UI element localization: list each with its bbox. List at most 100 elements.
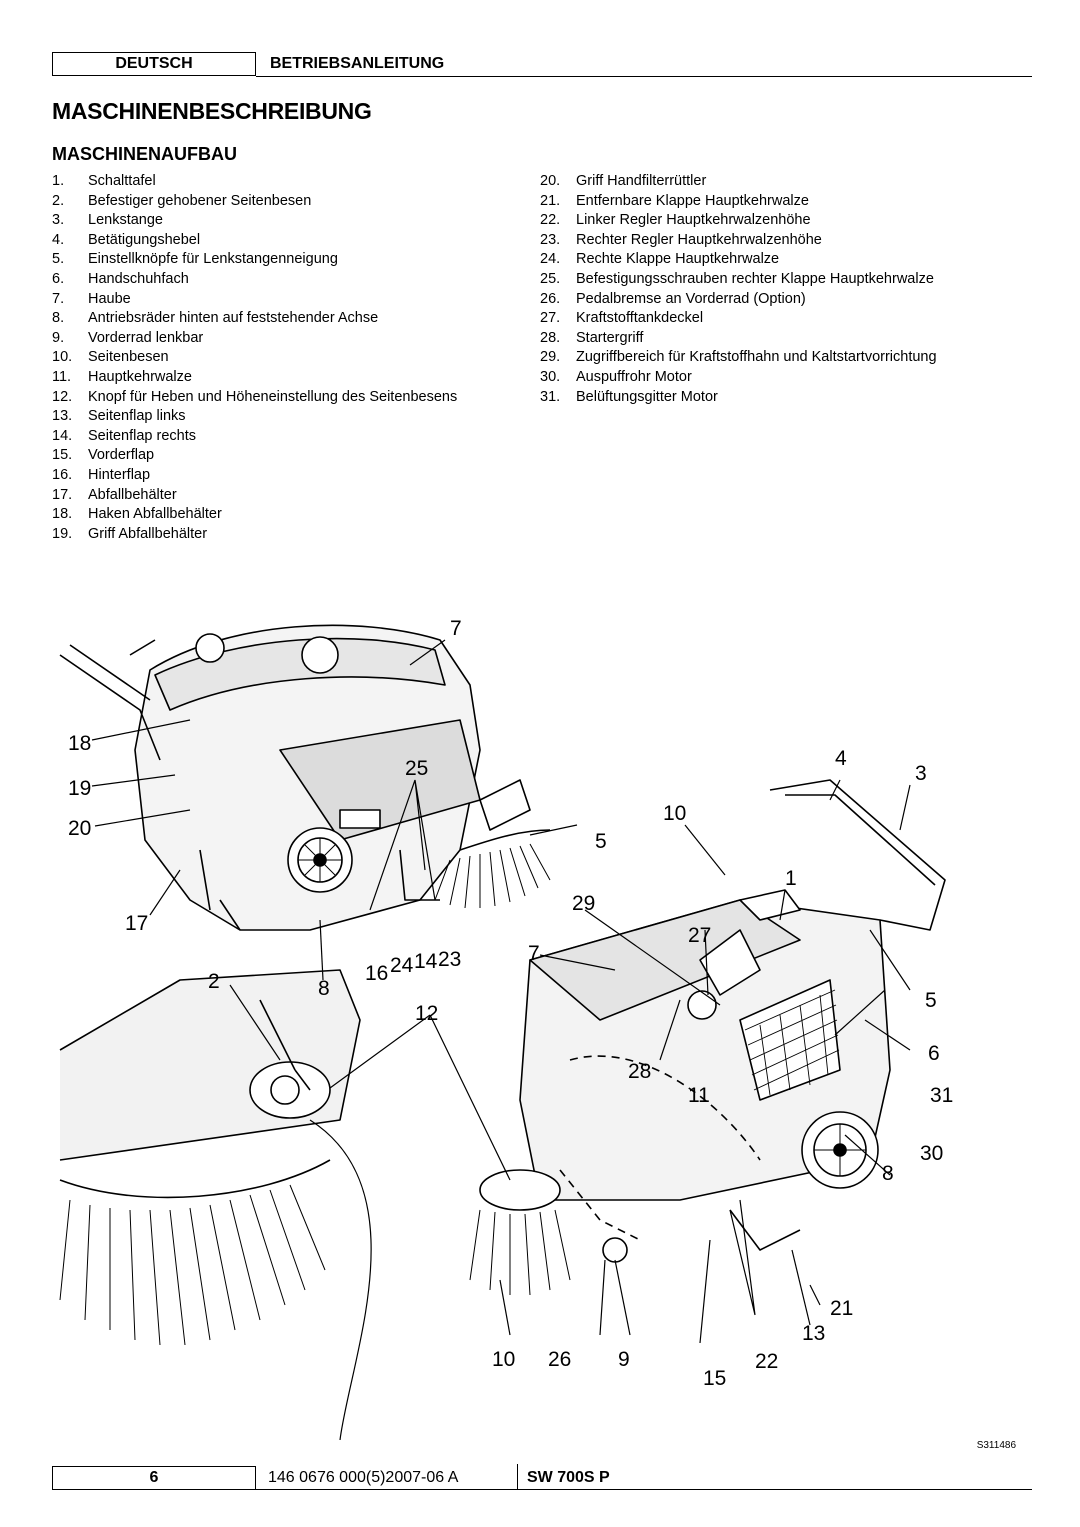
part-item: 30. Auspuffrohr Motor bbox=[540, 368, 1040, 388]
part-item: 4. Betätigungshebel bbox=[52, 231, 522, 251]
machine-illustration: 7181920172258162414234351012927751262831… bbox=[59, 617, 953, 1440]
part-number: 17. bbox=[52, 486, 73, 503]
part-description: Belüftungsgitter Motor bbox=[576, 388, 718, 405]
callout-number: 10 bbox=[663, 802, 686, 825]
footer-rule bbox=[256, 1489, 1032, 1490]
part-item: 11. Hauptkehrwalze bbox=[52, 368, 522, 388]
part-description: Vorderrad lenkbar bbox=[88, 329, 204, 346]
callout-number: 6 bbox=[928, 1042, 940, 1065]
part-number: 27. bbox=[540, 310, 561, 327]
part-item: 28. Startergriff bbox=[540, 329, 1040, 349]
document-number: 146 0676 000(5)2007-06 A bbox=[268, 1469, 459, 1486]
callout-number: 27 bbox=[688, 924, 711, 947]
part-number: 11. bbox=[52, 368, 72, 385]
callout-number: 13 bbox=[802, 1322, 825, 1345]
manual-title: BETRIEBSANLEITUNG bbox=[270, 55, 445, 72]
callout-number: 15 bbox=[703, 1367, 726, 1390]
callout-number: 18 bbox=[68, 732, 91, 755]
page-number: 6 bbox=[52, 1466, 256, 1490]
part-item: 21.Entfernbare Klappe Hauptkehrwalze bbox=[540, 192, 1040, 212]
part-item: 3. Lenkstange bbox=[52, 211, 522, 231]
part-description: Kraftstofftankdeckel bbox=[576, 310, 704, 327]
part-item: 7.Haube bbox=[52, 290, 522, 310]
part-number: 5. bbox=[52, 251, 65, 268]
part-description: Abfallbehälter bbox=[88, 486, 177, 503]
part-description: Auspuffrohr Motor bbox=[576, 368, 692, 385]
callout-number: 1 bbox=[785, 867, 797, 890]
part-description: Vorderflap bbox=[88, 447, 155, 464]
part-number: 13. bbox=[52, 408, 73, 425]
callout-number: 28 bbox=[628, 1060, 651, 1083]
part-item: 10.Seitenbesen bbox=[52, 348, 522, 368]
callout-number: 12 bbox=[415, 1002, 438, 1025]
part-number: 19. bbox=[52, 525, 73, 542]
part-number: 4. bbox=[52, 231, 65, 248]
part-description: Rechte Klappe Hauptkehrwalze bbox=[576, 251, 780, 268]
header-rule bbox=[256, 76, 1032, 77]
part-number: 21. bbox=[540, 192, 561, 209]
part-item: 29.Zugriffbereich für Kraftstoffhahn und… bbox=[540, 348, 1040, 368]
part-number: 3. bbox=[52, 212, 65, 229]
part-description: Startergriff bbox=[576, 329, 644, 346]
callout-number: 24 bbox=[390, 954, 414, 977]
part-description: Haube bbox=[88, 290, 131, 307]
part-description: Lenkstange bbox=[88, 212, 163, 229]
part-item: 19. Griff Abfallbehälter bbox=[52, 525, 522, 545]
part-item: 15. Vorderflap bbox=[52, 446, 522, 466]
part-description: Antriebsräder hinten auf feststehender A… bbox=[88, 310, 379, 327]
callout-number: 10 bbox=[492, 1348, 515, 1371]
part-number: 22. bbox=[540, 212, 561, 229]
part-item: 12.Knopf für Heben und Höheneinstellung … bbox=[52, 388, 522, 408]
part-number: 28. bbox=[540, 329, 561, 346]
part-number: 12. bbox=[52, 388, 73, 405]
part-description: Seitenflap links bbox=[88, 408, 186, 425]
callout-number: 30 bbox=[920, 1142, 943, 1165]
part-number: 20. bbox=[540, 173, 561, 189]
part-description: Handschuhfach bbox=[88, 270, 189, 287]
part-number: 29. bbox=[540, 349, 561, 366]
callout-number: 11 bbox=[688, 1084, 710, 1107]
part-description: Befestigungsschrauben rechter Klappe Hau… bbox=[576, 270, 934, 287]
part-item: 13. Seitenflap links bbox=[52, 407, 522, 427]
callout-number: 7 bbox=[528, 942, 540, 965]
part-description: Betätigungshebel bbox=[88, 231, 201, 248]
part-number: 25. bbox=[540, 270, 561, 287]
callout-number: 19 bbox=[68, 777, 91, 800]
part-description: Pedalbremse an Vorderrad (Option) bbox=[576, 290, 806, 307]
callout-number: 16 bbox=[365, 962, 388, 985]
section-title: MASCHINENBESCHREIBUNG bbox=[52, 98, 372, 124]
part-description: Griff Abfallbehälter bbox=[88, 525, 208, 542]
part-item: 6. Handschuhfach bbox=[52, 270, 522, 290]
callout-number: 7 bbox=[450, 617, 462, 640]
part-number: 6. bbox=[52, 270, 65, 287]
subsection-title: MASCHINENAUFBAU bbox=[52, 144, 237, 164]
callout-number: 29 bbox=[572, 892, 595, 915]
callout-number: 5 bbox=[925, 989, 937, 1012]
rear-view-machine bbox=[59, 624, 551, 931]
part-item: 25. Befestigungsschrauben rechter Klappe … bbox=[540, 270, 1040, 290]
part-description: Hinterflap bbox=[88, 466, 151, 483]
callout-number: 20 bbox=[68, 817, 91, 840]
part-description: Linker Regler Hauptkehrwalzenhöhe bbox=[576, 212, 811, 229]
part-description: Seitenbesen bbox=[88, 349, 169, 366]
part-number: 2. bbox=[52, 192, 65, 209]
part-description: Seitenflap rechts bbox=[88, 427, 197, 444]
part-number: 26. bbox=[540, 290, 561, 307]
part-item: 23.Rechter Regler Hauptkehrwalzenhöhe bbox=[540, 231, 1040, 251]
part-description: Rechter Regler Hauptkehrwalzenhöhe bbox=[576, 231, 822, 248]
callout-number: 14 bbox=[414, 950, 438, 973]
part-item: 16. Hinterflap bbox=[52, 466, 522, 486]
part-number: 15. bbox=[52, 447, 73, 464]
part-description: Hauptkehrwalze bbox=[88, 368, 192, 385]
part-number: 31. bbox=[540, 388, 561, 405]
part-number: 30. bbox=[540, 368, 561, 385]
callout-number: 9 bbox=[618, 1348, 630, 1371]
model-name: SW 700S P bbox=[527, 1469, 610, 1486]
part-number: 14. bbox=[52, 427, 73, 444]
part-number: 16. bbox=[52, 466, 73, 483]
callout-number: 21 bbox=[830, 1297, 853, 1320]
part-item: 8. Antriebsräder hinten auf feststehender… bbox=[52, 309, 522, 329]
part-number: 8. bbox=[52, 310, 65, 327]
